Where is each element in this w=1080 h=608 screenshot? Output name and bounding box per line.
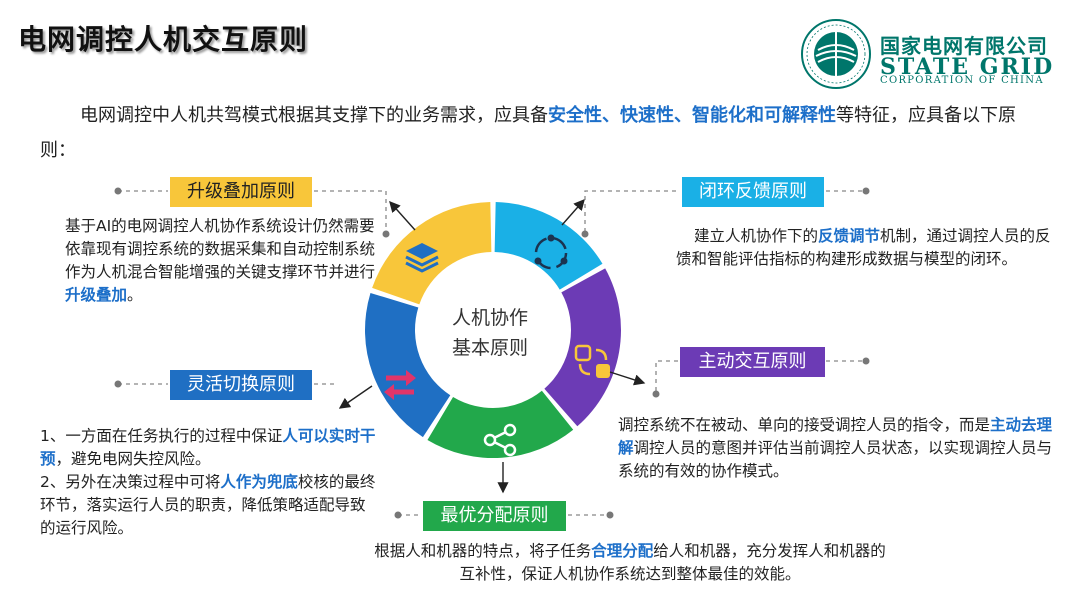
ring-segment-flexible	[365, 293, 451, 438]
label-closedloop-principle: 闭环反馈原则	[682, 177, 824, 207]
label-flexible-principle: 灵活切换原则	[170, 370, 312, 400]
flexible-item2-text: 2、另外在决策过程中可将	[40, 473, 221, 491]
ring-center-line2: 基本原则	[451, 337, 528, 359]
ring-center-title: 人机协作 基本原则	[430, 303, 550, 363]
label-upgrade-principle: 升级叠加原则	[170, 177, 312, 207]
label-optimal-principle: 最优分配原则	[423, 501, 566, 531]
optimal-text-end: 给人和机器，充分发挥人和机器的互补性，保证人机协作系统达到整体最佳的效能。	[459, 542, 886, 583]
flexible-item-1: 1、一方面在任务执行的过程中保证人可以实时干预，避免电网失控风险。	[40, 425, 380, 471]
intro-text-part2: 等特征，应具备以下原则：	[40, 105, 1016, 161]
logo-english-name: STATE GRID	[880, 54, 1055, 80]
ring-segment-optimal	[427, 390, 574, 458]
intro-paragraph: 电网调控中人机共驾模式根据其支撑下的业务需求，应具备安全性、快速性、智能化和可解…	[40, 98, 1050, 168]
text-closedloop-principle: 建立人机协作下的反馈调节机制，通过调控人员的反馈和智能评估指标的构建形成数据与模…	[676, 225, 1056, 271]
flexible-item1-highlight: 人可以实时干预	[40, 427, 376, 468]
logo-chinese-name: 国家电网有限公司	[880, 34, 1048, 58]
closedloop-highlight: 反馈调节	[818, 227, 881, 245]
share-icon	[483, 423, 517, 457]
state-grid-emblem-icon	[801, 19, 871, 89]
optimal-highlight: 合理分配	[591, 542, 654, 560]
ring-center-line1: 人机协作	[451, 307, 528, 329]
text-optimal-principle: 根据人和机器的特点，将子任务合理分配给人和机器，充分发挥人和机器的互补性，保证人…	[370, 540, 890, 586]
flexible-item1-text: 1、一方面在任务执行的过程中保证	[40, 427, 283, 445]
active-highlight: 主动去理解	[618, 416, 1053, 457]
page-title: 电网调控人机交互原则	[18, 23, 309, 56]
upgrade-text-end: 。	[127, 286, 143, 304]
cycle-icon	[534, 234, 568, 270]
text-flexible-principle: 1、一方面在任务执行的过程中保证人可以实时干预，避免电网失控风险。 2、另外在决…	[40, 425, 380, 540]
label-active-principle: 主动交互原则	[680, 347, 825, 377]
ring-segment-active	[544, 268, 621, 427]
flexible-item-2: 2、另外在决策过程中可将人作为兜底校核的最终环节，落实运行人员的职责，降低策略适…	[40, 471, 380, 540]
upgrade-text: 基于AI的电网调控人机协作系统设计仍然需要依靠现有调控系统的数据采集和自动控制系…	[65, 217, 376, 281]
optimal-text: 根据人和机器的特点，将子任务	[374, 542, 592, 560]
layers-icon	[405, 243, 439, 273]
text-upgrade-principle: 基于AI的电网调控人机协作系统设计仍然需要依靠现有调控系统的数据采集和自动控制系…	[65, 215, 390, 307]
logo-english-subtitle: CORPORATION OF CHINA	[880, 75, 1044, 86]
intro-highlight: 安全性、快速性、智能化和可解释性	[548, 105, 836, 126]
flexible-item1-text-end: ，避免电网失控风险。	[55, 450, 211, 468]
active-text: 调控系统不在被动、单向的接受调控人员的指令，而是	[618, 416, 991, 434]
flexible-item2-text-end: 校核的最终环节，落实运行人员的职责，降低策略适配导致的运行风险。	[40, 473, 376, 537]
intro-text-part1: 电网调控中人机共驾模式根据其支撑下的业务需求，应具备	[80, 105, 548, 126]
flexible-item2-highlight: 人作为兜底	[220, 473, 298, 491]
upgrade-highlight: 升级叠加	[65, 286, 128, 304]
closedloop-text-end: 机制，通过调控人员的反馈和智能评估指标的构建形成数据与模型的闭环。	[676, 227, 1051, 268]
text-active-principle: 调控系统不在被动、单向的接受调控人员的指令，而是主动去理解调控人员的意图并评估当…	[618, 414, 1058, 483]
ring-segment-closedloop	[494, 202, 603, 290]
swap-squares-icon	[574, 344, 610, 378]
active-text-end: 调控人员的意图并评估当前调控人员状态，以实现调控人员与系统的有效的协作模式。	[618, 439, 1053, 480]
closedloop-text: 建立人机协作下的	[694, 227, 819, 245]
switch-arrows-icon	[384, 370, 416, 400]
